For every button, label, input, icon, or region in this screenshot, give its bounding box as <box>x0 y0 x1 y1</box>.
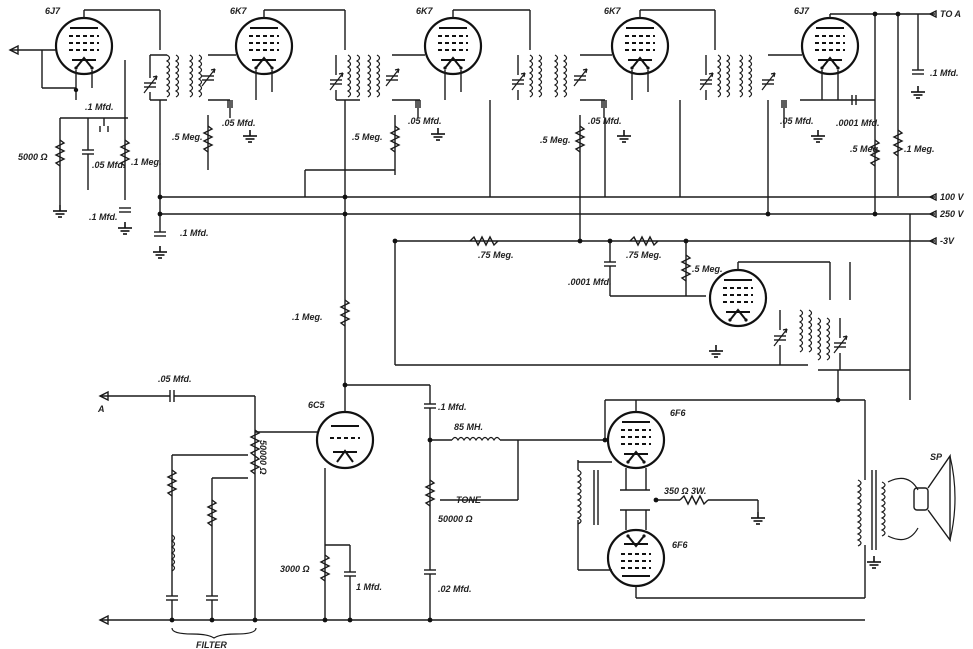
r-5meg-2: .5 Meg. <box>172 132 203 142</box>
r-50000-tone: 50000 Ω <box>438 514 473 524</box>
coil-stage-2 <box>304 54 395 380</box>
c-05-2: .05 Mfd. <box>222 118 256 128</box>
r-1meg-6c5: .1 Meg. <box>292 312 323 322</box>
tube-4-label: 6K7 <box>604 6 622 16</box>
c-1-left: .1 Mfd. <box>89 212 118 222</box>
tube-6f6-bottom-label: 6F6 <box>672 540 689 550</box>
tube-3-label: 6K7 <box>416 6 434 16</box>
output-a: A <box>97 404 105 414</box>
r-5meg-4: .5 Meg. <box>540 135 571 145</box>
c-1-bus: .1 Mfd. <box>180 228 209 238</box>
filter-section: A .05 Mfd. 50000 Ω FILTER <box>97 374 865 649</box>
speaker-label: SP <box>930 452 943 462</box>
rail-100v: 100 V <box>940 192 965 202</box>
output-stage: 6F6 6F6 350 Ω 3W. <box>576 399 865 599</box>
c-1mfd: 1 Mfd. <box>356 582 382 592</box>
tube-2-label: 6K7 <box>230 6 248 16</box>
tube-5: 6J7 TO A .05 Mfd. .0001 Mfd. .5 Meg. .1 … <box>761 6 961 214</box>
filter-label: FILTER <box>196 640 227 649</box>
supply-rails: 100 V 250 V -3V <box>160 192 965 246</box>
c-1-right: .1 Mfd. <box>930 68 959 78</box>
rail-minus3v: -3V <box>940 236 955 246</box>
c-0001-osc: .0001 Mfd. <box>568 277 612 287</box>
tube-6f6-top-label: 6F6 <box>670 408 687 418</box>
coil-stage-1: .1 Mfd. <box>143 54 209 259</box>
r-5meg-5: .5 Meg. <box>850 144 881 154</box>
c-02: .02 Mfd. <box>438 584 472 594</box>
l-85mh: 85 MH. <box>454 422 483 432</box>
c-1mfd-top: .1 Mfd. <box>85 102 114 112</box>
tube-2: 6K7 .5 Meg. .05 Mfd. <box>172 6 346 170</box>
r-3000: 3000 Ω <box>280 564 310 574</box>
rail-250v: 250 V <box>939 209 965 219</box>
r-1meg-left: .1 Meg. <box>131 157 162 167</box>
tube-5-label: 6J7 <box>794 6 810 16</box>
tube-4: 6K7 .5 Meg. .05 Mfd. <box>540 6 716 241</box>
r-50000-pot: 50000 Ω <box>258 440 268 475</box>
r-75meg-b: .75 Meg. <box>626 250 662 260</box>
r-5meg-osc: .5 Meg. <box>692 264 723 274</box>
c-0001-5: .0001 Mfd. <box>836 118 880 128</box>
c-05-out: .05 Mfd. <box>158 374 192 384</box>
junction-dots <box>157 11 901 623</box>
r-5meg-3: .5 Meg. <box>352 132 383 142</box>
r-75meg-a: .75 Meg. <box>478 250 514 260</box>
c-05-5: .05 Mfd. <box>780 116 814 126</box>
r-5000: 5000 Ω <box>18 152 48 162</box>
c-05-left: .05 Mfd. <box>92 160 126 170</box>
output-to-a: TO A <box>940 9 961 19</box>
c-05-3: .05 Mfd. <box>408 116 442 126</box>
r-1meg-5: .1 Meg. <box>904 144 935 154</box>
tube-3: 6K7 .5 Meg. .05 Mfd. <box>352 6 531 175</box>
tube-6c5-label: 6C5 <box>308 400 326 410</box>
speaker-section: SP <box>837 370 956 598</box>
audio-6c5-stage: 6C5 .1 Meg. .1 Mfd. TONE 50000 Ω 85 MH. … <box>255 299 605 620</box>
oscillator-section: .75 Meg. .75 Meg. .0001 Mfd. .5 Meg. <box>394 214 911 371</box>
tube-1-label: 6J7 <box>45 6 61 16</box>
r-350: 350 Ω 3W. <box>664 486 706 496</box>
tube-1: 6J7 .1 Mfd. 5000 Ω .05 Mfd. .1 Meg. .1 M… <box>8 6 162 235</box>
c-1mfd-b: .1 Mfd. <box>438 402 467 412</box>
coil-stage-4 <box>679 54 753 197</box>
c-05-4: .05 Mfd. <box>588 116 622 126</box>
coil-stage-3 <box>489 54 543 197</box>
